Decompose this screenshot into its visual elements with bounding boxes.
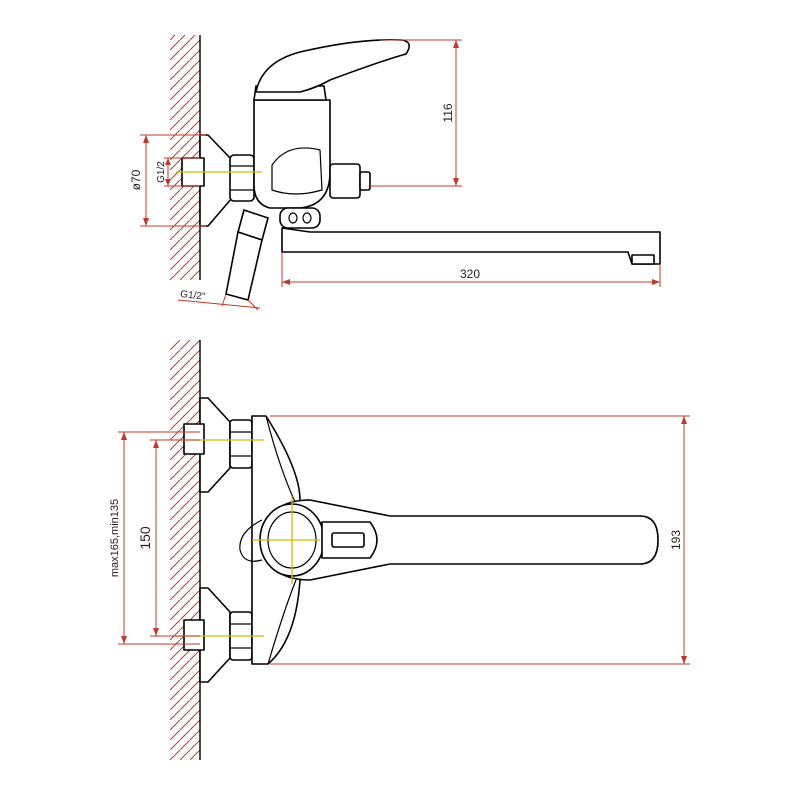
side-view: 116 ø70 G1/2 G1/2" 320	[129, 35, 661, 311]
dim-193: 193	[669, 530, 683, 550]
dim-g12-inlet: G1/2	[156, 161, 167, 183]
faucet-body-side	[253, 99, 331, 209]
upper-hex-nut	[229, 419, 253, 469]
hex-nut-side	[229, 154, 255, 202]
dim-320: 320	[460, 267, 480, 281]
dim-mount-range: max165,min135	[109, 499, 121, 577]
handle-lever-side	[255, 38, 410, 93]
upper-flange	[199, 397, 231, 493]
dim-116: 116	[441, 103, 455, 122]
spout-collar-side	[279, 207, 321, 229]
dim-diameter-70: ø70	[129, 169, 143, 190]
spout-side	[281, 227, 661, 265]
top-view: 193 150 max165,min135	[109, 340, 690, 760]
side-outlet-side	[329, 163, 361, 199]
dim-150: 150	[137, 526, 153, 550]
wall-hatch-top	[170, 340, 200, 760]
dim-g12-hose: G1/2"	[180, 289, 207, 303]
